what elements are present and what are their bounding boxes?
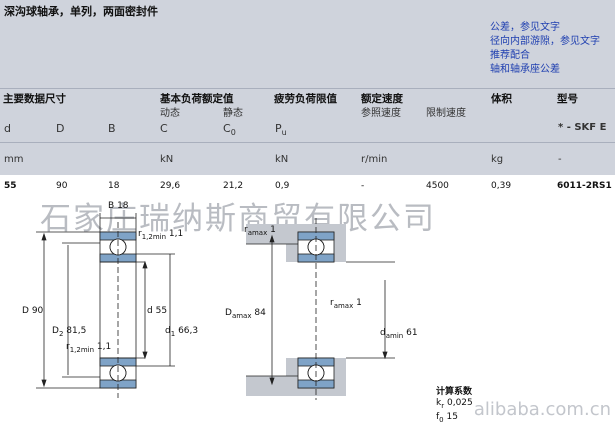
row-designation: 6011-2RS1 * [557,181,615,191]
row-C: 29,6 [160,181,181,191]
dim-Da: Damax 84 [225,308,266,320]
header-static: 静态 [223,108,243,119]
dim-B: B 18 [108,201,129,211]
link-tolerance[interactable]: 公差，参见文字 [490,22,560,33]
row-Pu: 0,9 [275,181,290,191]
row-limit-speed: 4500 [426,181,449,191]
dim-r12-bottom: r1,2min 1,1 [66,342,112,354]
abutment-drawing [246,218,395,400]
row-mass: 0,39 [491,181,512,191]
symbol-d: d [4,122,11,135]
divider-line [0,88,615,89]
divider-line [0,142,615,143]
unit-dash: - [558,154,562,165]
header-ref-speed: 参照速度 [361,108,401,119]
header-dynamic: 动态 [160,108,180,119]
unit-kg: kg [491,154,504,165]
watermark-company: 石家庄瑞纳斯商贸有限公司 [40,201,436,237]
dim-ra-mid: ramax 1 [330,298,362,310]
header-designation: 型号 [557,93,578,105]
header-mass: 体积 [491,93,512,105]
header-main-dims: 主要数据尺寸 [3,93,66,105]
row-C0: 21,2 [223,181,244,191]
unit-kN-fatigue: kN [275,154,289,165]
dim-d: d 55 [147,306,168,316]
row-d: 55 [4,181,17,191]
dim-da: damin 61 [380,328,418,340]
symbol-skf: * - SKF E [558,122,607,133]
calc-title: 计算系数 [436,387,473,397]
symbol-B: B [108,122,116,135]
symbol-Pu: Pu [275,122,287,138]
symbol-D: D [56,122,65,135]
symbol-C0: C0 [223,122,236,138]
page-title: 深沟球轴承，单列，两面密封件 [4,5,158,18]
header-speed: 额定速度 [361,93,403,105]
watermark-site: alibaba.com.cn [473,399,611,420]
unit-kN-load: kN [160,154,174,165]
dim-r12-top: r1,2min 1,1 [138,229,184,241]
unit-mm: mm [4,154,24,165]
symbol-C: C [160,122,168,135]
bearing-section-drawing [36,213,175,398]
dim-D: D 90 [22,306,44,316]
header-band [0,0,615,175]
calc-f0: f0 15 [436,412,458,424]
dim-d1: d1 66,3 [165,326,199,338]
header-limit-speed: 限制速度 [426,108,466,119]
link-clearance[interactable]: 径向内部游隙，参见文字 [490,36,600,47]
header-load-ratings: 基本负荷额定值 [160,93,234,105]
dim-ra-top: ramax 1 [244,225,276,237]
row-D: 90 [56,181,68,191]
dim-D2: D2 81,5 [52,326,87,338]
calc-kr: kr 0,025 [436,398,473,410]
link-shaft-housing[interactable]: 轴和轴承座公差 [490,64,560,75]
link-fits[interactable]: 推荐配合 [490,50,530,61]
row-B: 18 [108,181,120,191]
header-fatigue: 疲劳负荷限值 [274,93,337,105]
divider-line [0,175,615,177]
unit-rmin: r/min [361,154,388,165]
row-ref-speed: - [361,181,365,191]
